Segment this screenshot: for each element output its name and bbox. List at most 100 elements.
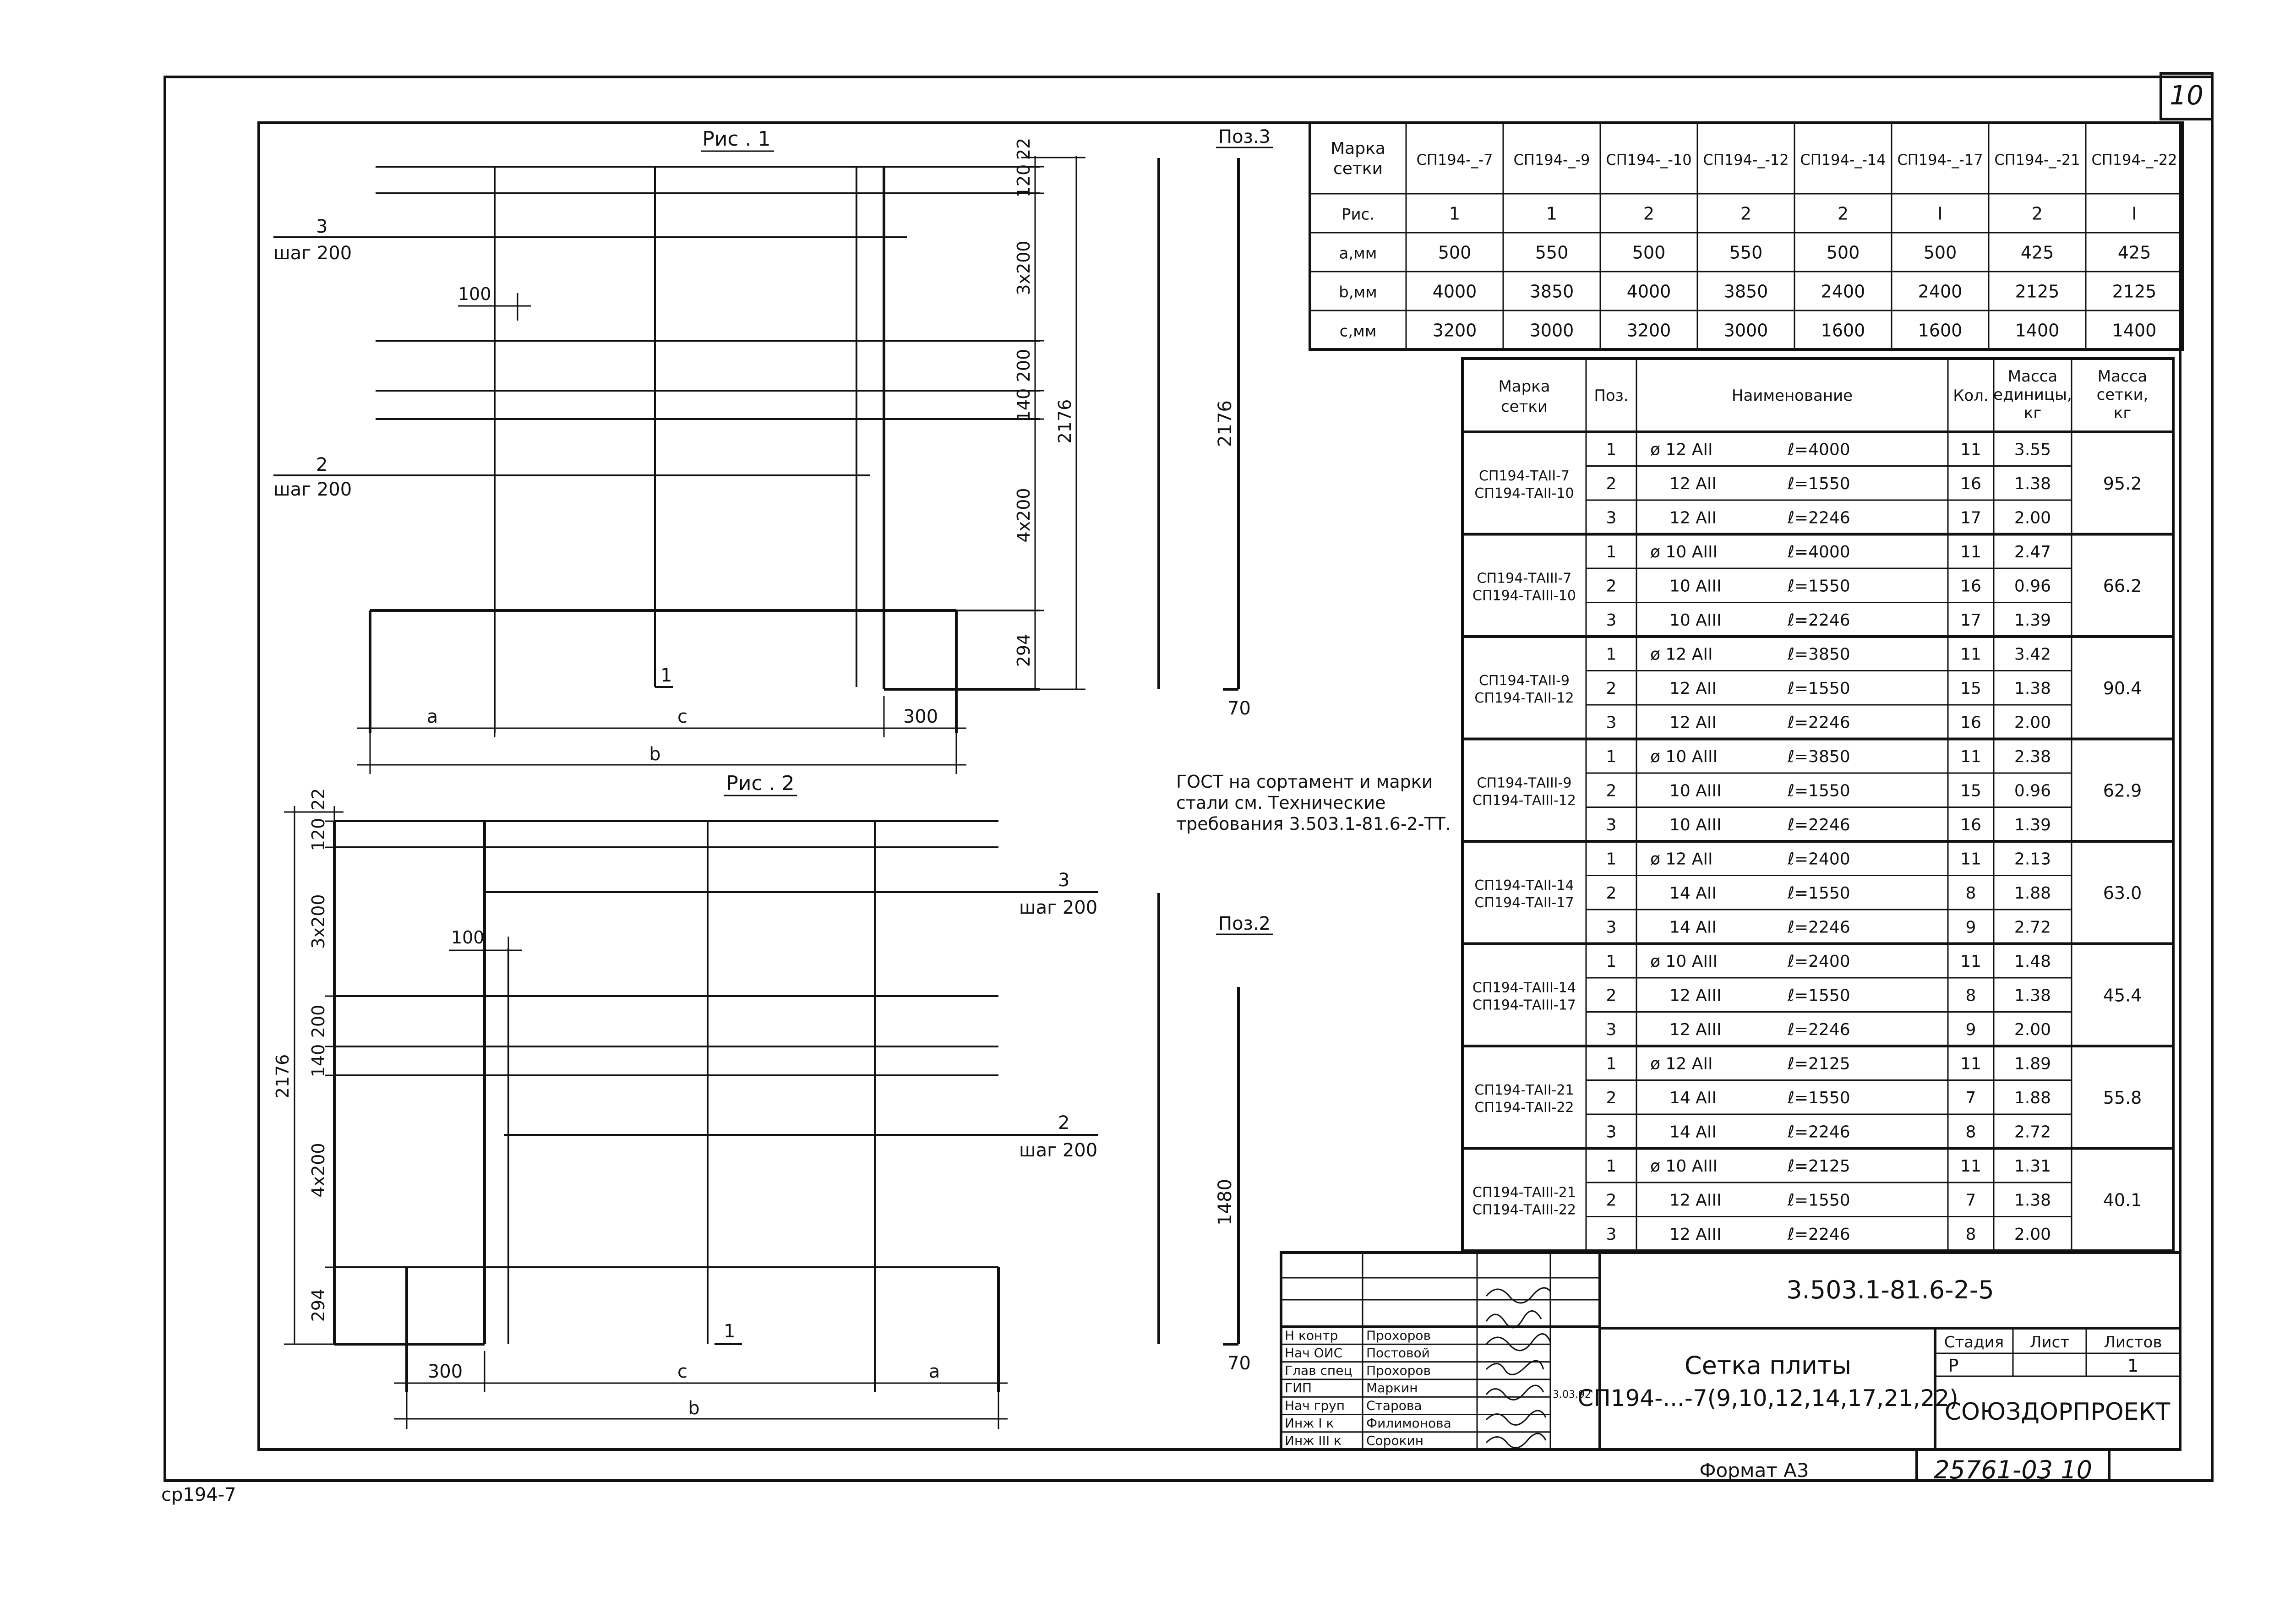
spec-length: ℓ=4000: [1787, 543, 1850, 561]
fig2-pos3-step: шаг 200: [1019, 897, 1097, 918]
spec-mark: СП194-ТАII-21: [1474, 1082, 1574, 1098]
spec-unit-mass: 1.39: [2014, 816, 2051, 834]
params-header-cell: СП194-_-14: [1800, 151, 1886, 169]
spec-header-cell: Масса: [2008, 367, 2057, 386]
spec-bar: 10 АIII: [1669, 816, 1722, 834]
spec-pos: 1: [1606, 850, 1617, 868]
spec-total-mass: 62.9: [2103, 780, 2142, 801]
pos3-label: Поз.3: [1218, 126, 1271, 147]
fig1-dim-200: 200: [1014, 349, 1034, 382]
doc-code: 3.503.1-81.6-2-5: [1786, 1275, 1994, 1304]
spec-header-cell: кг: [2024, 404, 2041, 422]
params-header-cell: СП194-_-12: [1703, 151, 1789, 169]
fig2-dim-a: а: [929, 1361, 940, 1382]
spec-header-cell: сетки: [1501, 398, 1548, 416]
fig1-dim-22: 22: [1014, 138, 1034, 160]
spec-length: ℓ=2125: [1787, 1157, 1850, 1176]
fig2-pos2-label: 2: [1058, 1112, 1069, 1134]
params-cell: 3850: [1724, 282, 1768, 302]
spec-qty: 8: [1966, 986, 1976, 1005]
figure-1: Рис . 1 1 3 шаг 200 2 шаг 200 1: [273, 127, 1085, 774]
spec-mark: СП194-ТАII-9: [1479, 673, 1570, 689]
params-cell: 425: [2118, 243, 2151, 263]
spec-unit-mass: 1.38: [2014, 986, 2051, 1005]
params-cell: 2125: [2112, 282, 2157, 302]
spec-pos: 3: [1606, 713, 1617, 732]
role-person: Прохоров: [1366, 1328, 1431, 1343]
spec-length: ℓ=2246: [1787, 508, 1850, 527]
spec-bar: 14 АII: [1669, 884, 1717, 903]
spec-header-cell: Марка: [1498, 377, 1550, 396]
note-line-1: ГОСТ на сортамент и марки: [1176, 772, 1433, 792]
spec-pos: 3: [1606, 918, 1617, 937]
spec-table-border: [1461, 357, 2175, 1252]
spec-qty: 11: [1960, 1157, 1981, 1176]
fig2-pos1-label: 1: [724, 1321, 735, 1342]
fig2-dim-294: 294: [308, 1289, 328, 1322]
spec-pos: 2: [1606, 1089, 1617, 1107]
spec-mark: СП194-ТАIII-10: [1472, 588, 1576, 604]
spec-pos: 2: [1606, 474, 1617, 493]
spec-qty: 7: [1966, 1191, 1976, 1210]
spec-bar: ø 10 АIII: [1650, 747, 1718, 766]
spec-length: ℓ=2246: [1787, 918, 1850, 937]
params-cell: I: [1937, 204, 1942, 224]
fig1-dim-3x200: 3x200: [1014, 240, 1034, 295]
spec-header-cell: Наименование: [1732, 387, 1853, 405]
spec-qty: 16: [1960, 713, 1981, 732]
spec-unit-mass: 1.38: [2014, 474, 2051, 493]
sheet-label: Лист: [2030, 1333, 2069, 1352]
footer: Формат А3 25761-03 10: [1699, 1450, 2110, 1484]
spec-mark: СП194-ТАII-12: [1474, 690, 1574, 706]
role-title: Инж I к: [1285, 1416, 1334, 1431]
spec-qty: 11: [1960, 440, 1981, 459]
params-cell: 500: [1438, 243, 1472, 263]
params-cell: 1600: [1821, 321, 1865, 341]
params-cell: 2400: [1918, 282, 1963, 302]
spec-pos: 2: [1606, 884, 1617, 903]
role-title: Нач груп: [1285, 1398, 1345, 1413]
sheets-value: 1: [2127, 1356, 2138, 1376]
spec-length: ℓ=1550: [1787, 577, 1850, 595]
spec-length: ℓ=1550: [1787, 679, 1850, 698]
role-title: Глав спец: [1285, 1363, 1352, 1378]
params-cell: 550: [1535, 243, 1569, 263]
params-cell: 2: [1643, 204, 1654, 224]
doc-name-line2: СП194-...-7(9,10,12,14,17,21,22): [1577, 1385, 1958, 1411]
fig1-dim-a: а: [427, 706, 438, 727]
spec-bar: 12 АII: [1669, 713, 1717, 732]
fig1-pos2-label: 2: [316, 454, 327, 475]
spec-mark: СП194-ТАIII-12: [1472, 792, 1576, 808]
spec-qty: 8: [1966, 1225, 1976, 1244]
spec-total-mass: 45.4: [2103, 985, 2142, 1005]
params-cell: 1: [1546, 204, 1557, 224]
spec-qty: 8: [1966, 884, 1976, 903]
spec-header-cell: Кол.: [1953, 387, 1988, 405]
fig2-dim-4x200: 4x200: [308, 1143, 328, 1197]
fig2-pos2-step: шаг 200: [1019, 1140, 1097, 1161]
spec-pos: 1: [1606, 645, 1617, 664]
spec-pos: 1: [1606, 952, 1617, 971]
fig2-dim-3x200: 3x200: [308, 894, 328, 948]
spec-length: ℓ=1550: [1787, 474, 1850, 493]
params-cell: 3000: [1530, 321, 1574, 341]
spec-bar: ø 10 АIII: [1650, 543, 1718, 561]
params-header-cell: СП194-_-7: [1417, 151, 1493, 169]
params-header-cell: СП194-_-10: [1606, 151, 1691, 169]
params-header-cell: Марка: [1331, 139, 1385, 158]
fig1-dim-b: b: [649, 744, 660, 765]
spec-unit-mass: 2.00: [2014, 1020, 2051, 1039]
spec-qty: 9: [1966, 1020, 1976, 1039]
spec-pos: 3: [1606, 816, 1617, 834]
spec-total-mass: 63.0: [2103, 883, 2142, 903]
fig1-dim-100: 100: [458, 284, 491, 304]
spec-qty: 7: [1966, 1089, 1976, 1107]
spec-qty: 16: [1960, 816, 1981, 834]
spec-pos: 1: [1606, 747, 1617, 766]
spec-pos: 3: [1606, 1123, 1617, 1141]
params-cell: 1400: [2015, 321, 2060, 341]
spec-qty: 8: [1966, 1123, 1976, 1141]
note-line-2: стали см. Технические: [1176, 793, 1385, 813]
fig2-dim-b: b: [688, 1398, 699, 1419]
spec-bar: 12 АIII: [1669, 1191, 1722, 1210]
